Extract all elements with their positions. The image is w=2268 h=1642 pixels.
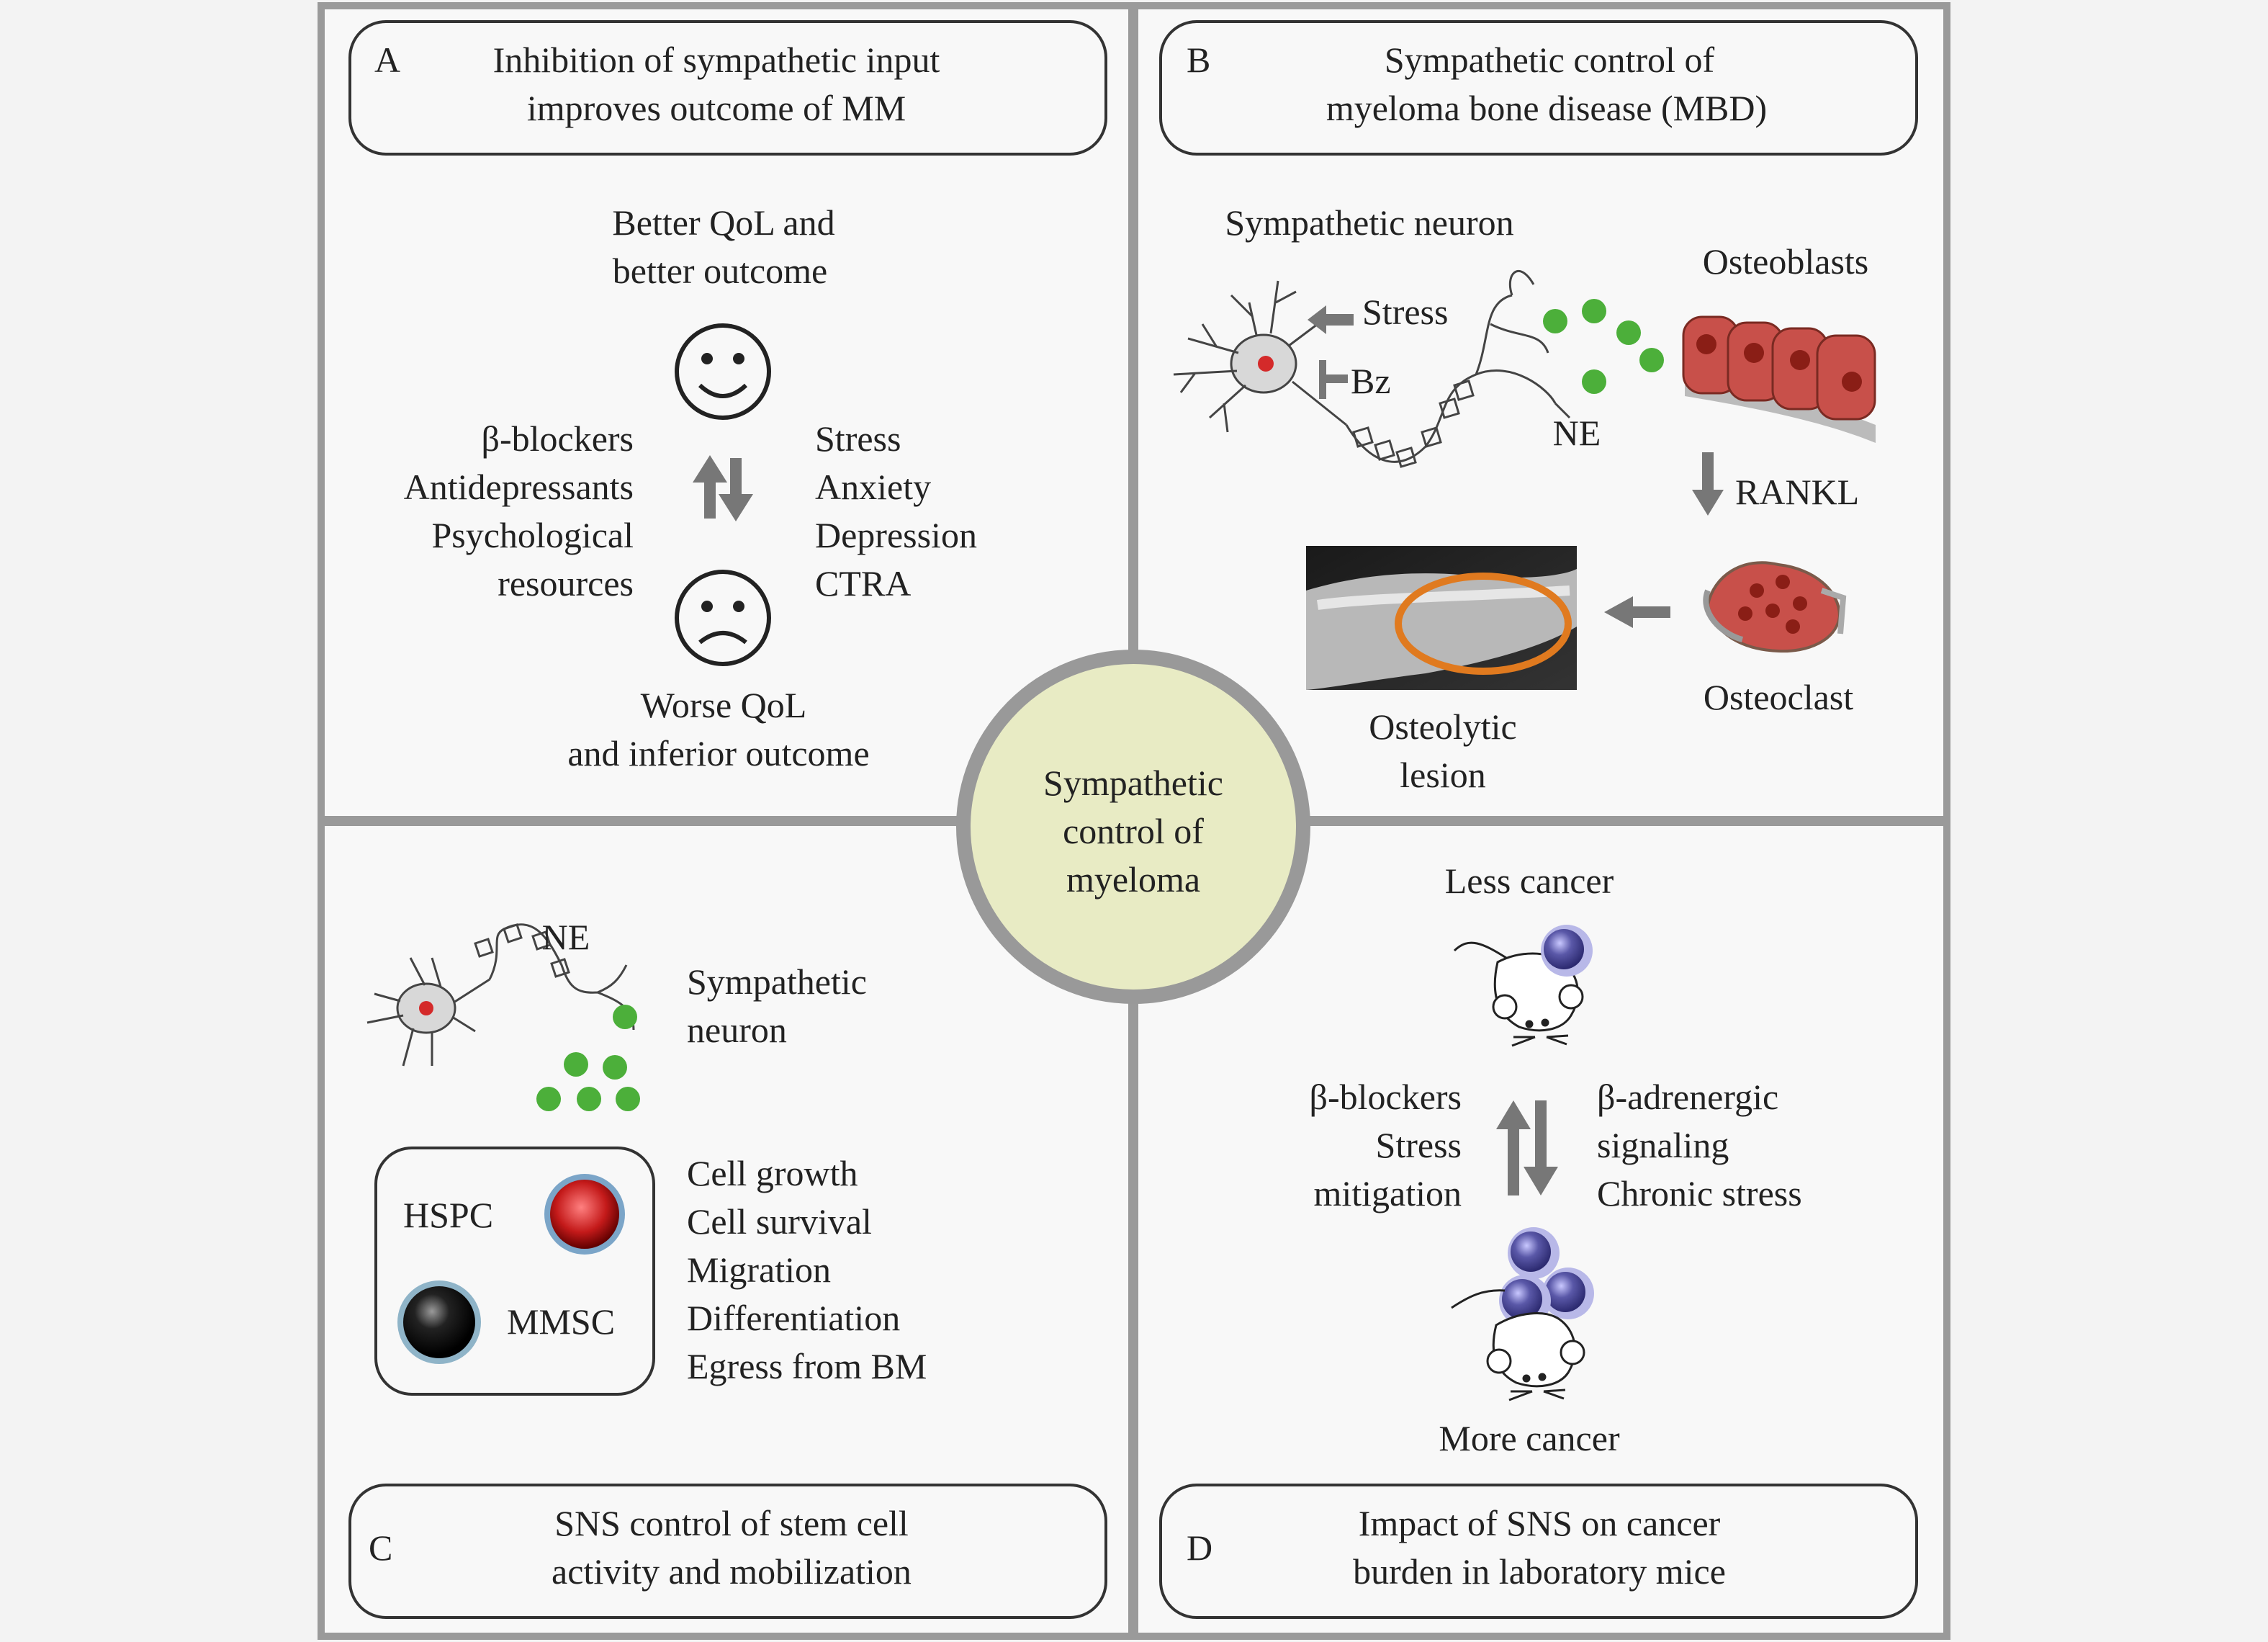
panel-a-left-line-3: Psychological (431, 515, 634, 555)
panel-c-title-box (348, 1484, 1107, 1619)
panel-c-effect-5: Egress from BM (687, 1346, 927, 1386)
mouse-more-cancer-icon (1451, 1289, 1585, 1401)
osteolytic-lesion-image (1306, 546, 1577, 690)
panel-c-neuron-label-line-2: neuron (687, 1010, 787, 1050)
panel-a-left-line-2: Antidepressants (404, 467, 634, 507)
panel-c-mmsc-label: MMSC (507, 1301, 615, 1342)
panel-d-right-line-1: β-adrenergic (1597, 1077, 1778, 1117)
sad-face-icon (675, 570, 771, 666)
panel-a-letter: A (374, 40, 400, 80)
panel-b-osteoclast-label: Osteoclast (1704, 677, 1853, 717)
panel-c-effect-4: Differentiation (687, 1298, 900, 1338)
panel-b-title-line-2: myeloma bone disease (MBD) (1326, 88, 1767, 128)
panel-d-title-box (1159, 1484, 1918, 1619)
smiley-face-icon (675, 323, 771, 420)
panel-b-stress-label: Stress (1362, 292, 1448, 332)
center-label-line-1: Sympathetic (1043, 763, 1223, 803)
panel-a-right-line-2: Anxiety (815, 467, 931, 507)
panel-b-letter: B (1187, 40, 1210, 80)
panel-a-right-line-4: CTRA (815, 563, 911, 604)
panel-d-right-line-3: Chronic stress (1597, 1173, 1802, 1213)
osteoblasts-icon (1682, 315, 1876, 443)
panel-d-letter: D (1187, 1527, 1212, 1568)
panel-a-left-line-1: β-blockers (482, 418, 634, 459)
panel-c-title-line-1: SNS control of stem cell (554, 1503, 909, 1543)
panel-a-right-line-1: Stress (815, 418, 901, 459)
panel-d-right-line-2: signaling (1597, 1125, 1729, 1165)
center-label-line-3: myeloma (1066, 859, 1200, 899)
hspc-cell-icon (544, 1174, 625, 1255)
panel-a-top-label-line-2: better outcome (613, 251, 828, 291)
bz-inhibition-icon (1319, 360, 1348, 399)
rankl-arrow-icon (1692, 452, 1724, 516)
panel-a-bottom-label-line-2: and inferior outcome (567, 733, 869, 773)
panel-b-lesion-label-line-1: Osteolytic (1369, 706, 1517, 747)
panel-b-title-line-1: Sympathetic control of (1385, 40, 1715, 80)
panel-a-title-line-1: Inhibition of sympathetic input (493, 40, 940, 80)
up-down-arrows-icon (693, 455, 753, 521)
center-hub: Sympathetic control of myeloma (956, 650, 1310, 1004)
panel-a-right-line-3: Depression (815, 515, 977, 555)
panel-a-bottom-label-line-1: Worse QoL (641, 685, 807, 725)
panel-d: Less cancer β-blockers Stress mitigation… (1159, 861, 1918, 1619)
panel-c-ne-label: NE (542, 917, 590, 957)
panel-d-title-line-1: Impact of SNS on cancer (1359, 1503, 1721, 1543)
panel-c-title-line-2: activity and mobilization (552, 1551, 912, 1592)
panel-a-left-line-4: resources (498, 563, 634, 604)
osteoclast-to-lesion-arrow-icon (1604, 596, 1670, 628)
panel-b-neuron-label: Sympathetic neuron (1225, 202, 1513, 243)
osteoclast-icon (1703, 561, 1847, 653)
panel-c-neuron-icon (366, 923, 635, 1067)
ne-dots-icon (1543, 299, 1664, 394)
panel-c-effect-1: Cell growth (687, 1153, 858, 1193)
panel-a: A Inhibition of sympathetic input improv… (348, 20, 1107, 773)
center-circle (956, 650, 1310, 1004)
panel-d-title-line-2: burden in laboratory mice (1353, 1551, 1726, 1592)
panel-b-rankl-label: RANKL (1735, 472, 1859, 512)
panel-c-ne-dots-icon (536, 1005, 640, 1111)
panel-b-title-box (1159, 20, 1918, 156)
mmsc-cell-icon (397, 1280, 481, 1364)
panel-b: B Sympathetic control of myeloma bone di… (1159, 20, 1918, 795)
panel-d-up-down-arrows-icon (1496, 1100, 1558, 1195)
panel-a-title-line-2: improves outcome of MM (527, 88, 906, 128)
panel-c: NE Sympathetic neuron HSPC MMSC Cell gro… (348, 917, 1107, 1619)
panel-d-left-line-2: Stress (1376, 1125, 1462, 1165)
panel-a-top-label-line-1: Better QoL and (612, 202, 834, 243)
sympathetic-neuron-icon (1173, 269, 1571, 468)
panel-c-hspc-label: HSPC (403, 1195, 493, 1235)
panel-a-title-box (348, 20, 1107, 156)
stress-arrow-icon (1308, 305, 1354, 334)
cancer-cell-icon (1541, 925, 1593, 977)
panel-c-effect-2: Cell survival (687, 1201, 872, 1242)
panel-c-neuron-label-line-1: Sympathetic (687, 961, 867, 1002)
panel-b-lesion-label-line-2: lesion (1400, 755, 1485, 795)
panel-d-left-line-1: β-blockers (1310, 1077, 1462, 1117)
panel-b-osteoblasts-label: Osteoblasts (1703, 241, 1869, 282)
panel-c-letter: C (369, 1527, 392, 1568)
panel-d-left-line-3: mitigation (1313, 1173, 1462, 1213)
panel-d-top-label: Less cancer (1445, 861, 1614, 901)
panel-b-bz-label: Bz (1351, 361, 1391, 401)
panel-d-bottom-label: More cancer (1439, 1418, 1620, 1458)
panel-b-ne-label: NE (1553, 413, 1601, 453)
center-label-line-2: control of (1063, 811, 1204, 851)
panel-c-effect-3: Migration (687, 1250, 831, 1290)
